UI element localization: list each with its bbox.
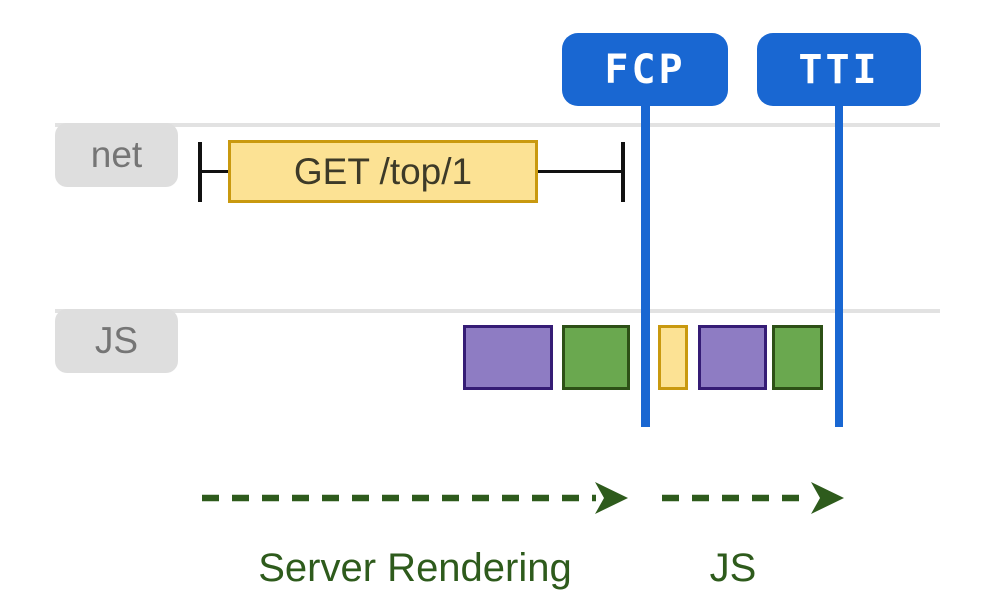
js-task-green [562, 325, 630, 390]
request-end-tick [621, 142, 625, 202]
js-task-purple [698, 325, 767, 390]
fcp-badge: FCP [562, 33, 728, 106]
net-track-line [55, 123, 940, 127]
request-start-tick [198, 142, 202, 202]
js-task-purple [463, 325, 553, 390]
tti-badge: TTI [757, 33, 921, 106]
js-track-label: JS [55, 309, 178, 373]
js-track-line [55, 309, 940, 313]
net-track-label: net [55, 123, 178, 187]
js-arrowhead-icon [811, 482, 844, 514]
fcp-marker-line [641, 103, 650, 427]
phase-label-server-rendering: Server Rendering [258, 546, 572, 590]
network-request-box: GET /top/1 [228, 140, 538, 203]
server-rendering-arrowhead-icon [595, 482, 628, 514]
phase-arrows [202, 482, 844, 514]
tti-marker-line [835, 103, 843, 427]
phase-label-js: JS [709, 546, 757, 590]
js-task-yellow [658, 325, 688, 390]
js-task-green [772, 325, 823, 390]
